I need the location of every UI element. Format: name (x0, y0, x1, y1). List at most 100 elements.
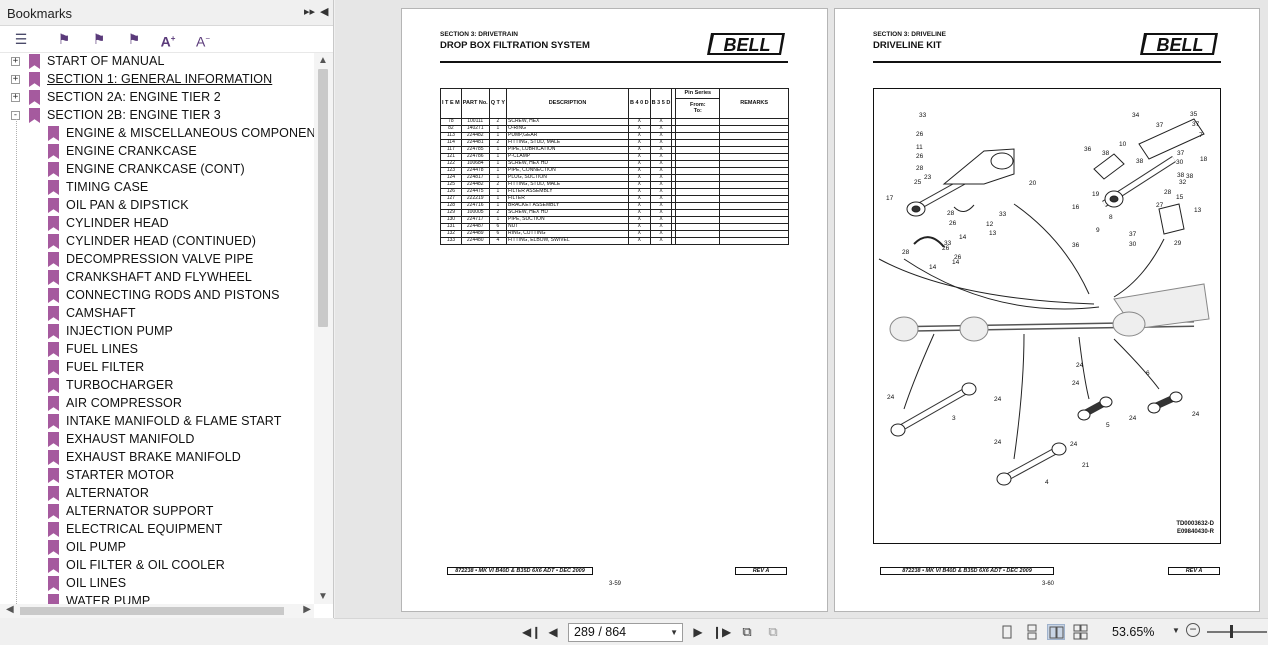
zoom-dropdown-icon[interactable]: ▼ (1172, 626, 1180, 635)
bookmark-label[interactable]: DECOMPRESSION VALVE PIPE (66, 252, 254, 266)
bookmark-label[interactable]: ALTERNATOR SUPPORT (66, 504, 214, 518)
bookmark-label[interactable]: INJECTION PUMP (66, 324, 173, 338)
bookmark-item[interactable]: EXHAUST BRAKE MANIFOLD (0, 449, 314, 467)
expand-toggle-icon[interactable]: + (11, 92, 20, 102)
bookmark-label[interactable]: TURBOCHARGER (66, 378, 174, 392)
zoom-slider-handle[interactable] (1230, 625, 1233, 638)
scroll-right-icon[interactable]: ▶ (303, 604, 311, 615)
bookmark-label[interactable]: OIL PAN & DIPSTICK (66, 198, 189, 212)
continuous-facing-view-icon[interactable] (1072, 624, 1090, 640)
bookmark-item[interactable]: STARTER MOTOR (0, 467, 314, 485)
bookmark-item[interactable]: TURBOCHARGER (0, 377, 314, 395)
zoom-out-icon[interactable]: − (1186, 623, 1200, 637)
bookmark-label[interactable]: OIL LINES (66, 576, 127, 590)
scroll-thumb[interactable] (318, 69, 328, 327)
bookmark-label[interactable]: OIL FILTER & OIL COOLER (66, 558, 225, 572)
previous-page-icon[interactable]: ◀ (548, 625, 558, 639)
bookmark-label[interactable]: SECTION 1: GENERAL INFORMATION (47, 72, 273, 86)
bookmark-label[interactable]: INTAKE MANIFOLD & FLAME START (66, 414, 282, 428)
collapse-toggle-icon[interactable]: - (11, 110, 20, 120)
bookmark-item[interactable]: CAMSHAFT (0, 305, 314, 323)
bookmark-item[interactable]: INJECTION PUMP (0, 323, 314, 341)
zoom-level[interactable]: 53.65% (1112, 625, 1155, 639)
bookmark-item[interactable]: DECOMPRESSION VALVE PIPE (0, 251, 314, 269)
bookmark-label[interactable]: FUEL FILTER (66, 360, 145, 374)
bookmark-item[interactable]: TIMING CASE (0, 179, 314, 197)
bookmark-item[interactable]: CYLINDER HEAD (0, 215, 314, 233)
collapse-panel-icon[interactable]: ◀ (320, 6, 329, 18)
expand-toggle-icon[interactable]: + (11, 56, 20, 66)
bookmark-item[interactable]: OIL PAN & DIPSTICK (0, 197, 314, 215)
bookmark-item[interactable]: OIL LINES (0, 575, 314, 593)
bookmark-label[interactable]: ELECTRICAL EQUIPMENT (66, 522, 223, 536)
bookmark-item[interactable]: + SECTION 1: GENERAL INFORMATION (0, 71, 314, 89)
bookmark-label[interactable]: ENGINE & MISCELLANEOUS COMPONENTS (66, 126, 314, 140)
bookmark-label[interactable]: CONNECTING RODS AND PISTONS (66, 288, 280, 302)
bookmark-item[interactable]: ALTERNATOR (0, 485, 314, 503)
bookmark-item[interactable]: ELECTRICAL EQUIPMENT (0, 521, 314, 539)
next-view-icon[interactable]: ⧉ (768, 624, 778, 639)
cell-empty (719, 216, 789, 224)
scroll-down-icon[interactable]: ▼ (318, 591, 328, 602)
expand-panel-icon[interactable]: ▸▸ (304, 6, 316, 18)
scroll-up-icon[interactable]: ▲ (318, 55, 328, 66)
bookmark-label[interactable]: ENGINE CRANKCASE (66, 144, 197, 158)
last-page-icon[interactable]: ❙▶ (712, 625, 732, 639)
decrease-text-size-icon[interactable]: A− (195, 33, 210, 50)
bookmark-item[interactable]: FUEL LINES (0, 341, 314, 359)
bookmark-item[interactable]: ENGINE CRANKCASE (0, 143, 314, 161)
horizontal-scroll-thumb[interactable] (20, 607, 284, 615)
bookmark-label[interactable]: START OF MANUAL (47, 54, 165, 68)
increase-text-size-icon[interactable]: A+ (160, 33, 176, 50)
bookmark-item[interactable]: AIR COMPRESSOR (0, 395, 314, 413)
bookmark-label[interactable]: CRANKSHAFT AND FLYWHEEL (66, 270, 252, 284)
bookmark-item[interactable]: CRANKSHAFT AND FLYWHEEL (0, 269, 314, 287)
facing-view-icon[interactable] (1047, 624, 1065, 640)
bookmark-item[interactable]: - SECTION 2B: ENGINE TIER 3 (0, 107, 314, 125)
first-page-icon[interactable]: ◀❙ (522, 625, 542, 639)
bookmark-item[interactable]: CONNECTING RODS AND PISTONS (0, 287, 314, 305)
zoom-slider[interactable] (1207, 631, 1267, 633)
add-bookmark-icon[interactable]: ⚑ (92, 31, 106, 47)
bookmark-label[interactable]: SECTION 2B: ENGINE TIER 3 (47, 108, 221, 122)
single-page-view-icon[interactable] (998, 624, 1016, 640)
bookmark-label[interactable]: TIMING CASE (66, 180, 149, 194)
page-dropdown-icon[interactable]: ▼ (670, 628, 678, 637)
bookmark-label[interactable]: WATER PUMP (66, 594, 151, 604)
previous-view-icon[interactable]: ⧉ (742, 624, 752, 639)
bookmark-label[interactable]: AIR COMPRESSOR (66, 396, 182, 410)
bookmark-label[interactable]: CAMSHAFT (66, 306, 136, 320)
bookmark-label[interactable]: ALTERNATOR (66, 486, 149, 500)
bookmark-options-icon[interactable]: ☰ (14, 31, 28, 47)
bookmark-item[interactable]: + START OF MANUAL (0, 53, 314, 71)
continuous-view-icon[interactable] (1023, 624, 1041, 640)
bookmark-item[interactable]: OIL FILTER & OIL COOLER (0, 557, 314, 575)
scroll-left-icon[interactable]: ◀ (6, 604, 14, 615)
next-page-icon[interactable]: ▶ (693, 625, 703, 639)
bookmark-label[interactable]: CYLINDER HEAD (CONTINUED) (66, 234, 257, 248)
bookmark-label[interactable]: OIL PUMP (66, 540, 127, 554)
bookmark-item[interactable]: CYLINDER HEAD (CONTINUED) (0, 233, 314, 251)
bookmarks-vertical-scrollbar[interactable]: ▲ ▼ (314, 53, 333, 604)
bookmark-item[interactable]: ALTERNATOR SUPPORT (0, 503, 314, 521)
bookmark-label[interactable]: EXHAUST BRAKE MANIFOLD (66, 450, 241, 464)
bookmarks-horizontal-scrollbar[interactable]: ◀ ▶ (0, 604, 314, 618)
bookmark-item[interactable]: OIL PUMP (0, 539, 314, 557)
bookmark-item[interactable]: EXHAUST MANIFOLD (0, 431, 314, 449)
bookmark-item[interactable]: FUEL FILTER (0, 359, 314, 377)
bookmark-item[interactable]: + SECTION 2A: ENGINE TIER 2 (0, 89, 314, 107)
bookmark-item[interactable]: WATER PUMP (0, 593, 314, 604)
find-bookmark-icon[interactable]: ⚑ (57, 31, 71, 47)
expand-toggle-icon[interactable]: + (11, 74, 20, 84)
bookmark-label[interactable]: FUEL LINES (66, 342, 139, 356)
bookmark-label[interactable]: CYLINDER HEAD (66, 216, 169, 230)
bookmark-label[interactable]: STARTER MOTOR (66, 468, 175, 482)
bookmark-item[interactable]: ENGINE CRANKCASE (CONT) (0, 161, 314, 179)
bookmark-item[interactable]: ENGINE & MISCELLANEOUS COMPONENTS (0, 125, 314, 143)
bookmark-properties-icon[interactable]: ⚑ (127, 31, 141, 47)
bookmark-item[interactable]: INTAKE MANIFOLD & FLAME START (0, 413, 314, 431)
bookmark-label[interactable]: SECTION 2A: ENGINE TIER 2 (47, 90, 221, 104)
page-number-field[interactable]: 289 / 864 ▼ (568, 623, 683, 642)
bookmark-label[interactable]: ENGINE CRANKCASE (CONT) (66, 162, 245, 176)
bookmark-label[interactable]: EXHAUST MANIFOLD (66, 432, 195, 446)
